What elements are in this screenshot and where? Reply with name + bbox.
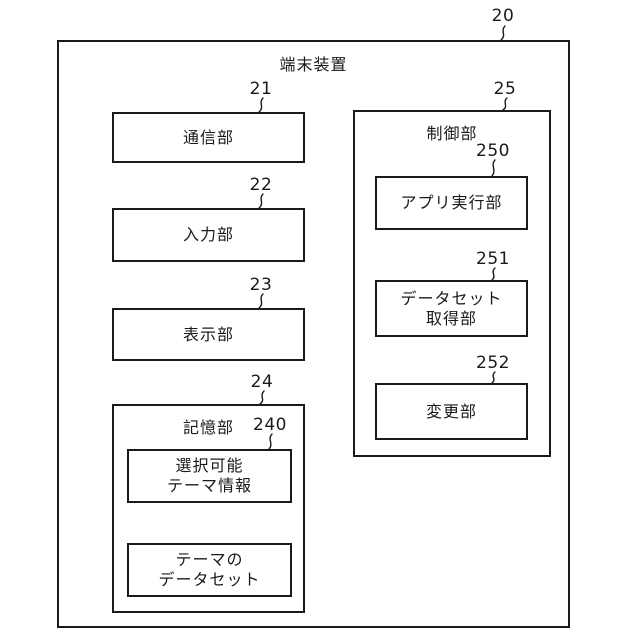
ref-label-20: 20 [491,6,515,26]
display-unit-box: 表示部 [112,308,305,361]
input-unit-box: 入力部 [112,208,305,262]
control-unit-label: 制御部 [426,124,478,143]
dataset-acquisition-unit-label: データセット 取得部 [400,288,503,328]
change-unit-box: 変更部 [375,383,528,440]
theme-dataset-box: テーマの データセット [127,543,292,597]
app-execution-unit-box: アプリ実行部 [375,176,528,230]
ref-label-21: 21 [249,79,273,99]
ref-label-240: 240 [253,415,287,435]
input-unit-label: 入力部 [182,225,234,244]
ref-label-25: 25 [493,79,517,99]
ref-label-22: 22 [249,175,273,195]
leader-line-20 [500,25,506,41]
communication-unit-box: 通信部 [112,112,305,163]
ref-label-24: 24 [250,372,274,392]
ref-label-250: 250 [476,141,510,161]
storage-unit-label: 記憶部 [182,418,234,437]
change-unit-label: 変更部 [425,401,477,421]
app-execution-unit-label: アプリ実行部 [400,193,503,212]
terminal-device-title: 端末装置 [279,55,348,74]
selectable-theme-info-box: 選択可能 テーマ情報 [127,449,292,503]
ref-label-23: 23 [249,275,273,295]
display-unit-label: 表示部 [182,324,234,344]
dataset-acquisition-unit-box: データセット 取得部 [375,280,528,337]
theme-dataset-label: テーマの データセット [158,550,261,589]
ref-label-252: 252 [476,353,510,373]
selectable-theme-info-label: 選択可能 テーマ情報 [166,456,252,495]
communication-unit-label: 通信部 [182,127,234,147]
ref-label-251: 251 [476,249,510,269]
